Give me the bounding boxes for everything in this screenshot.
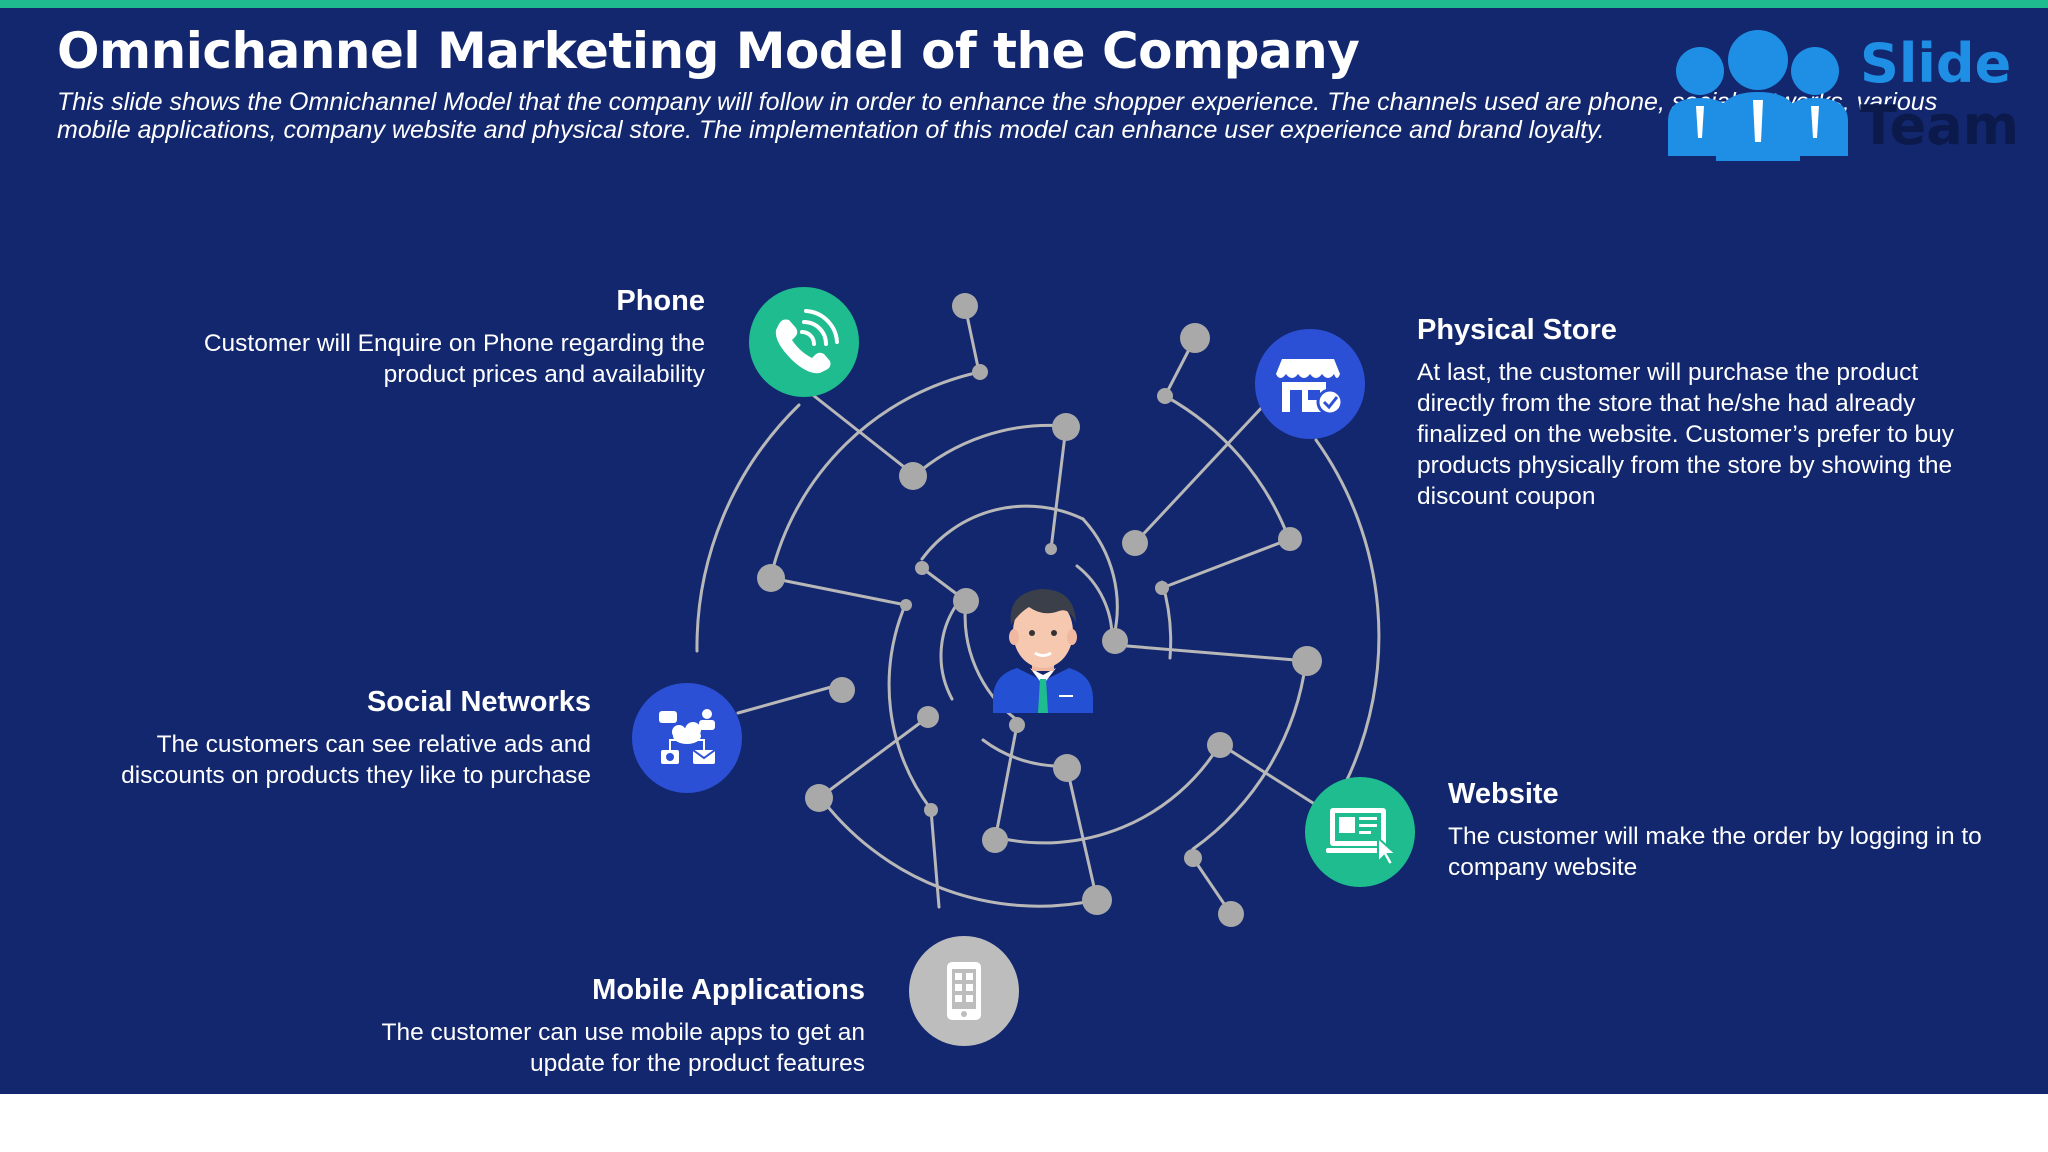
maze-node (1082, 885, 1112, 915)
maze-arc (1314, 438, 1381, 786)
social-label: Social Networks The customers can see re… (60, 685, 591, 791)
phone-icon (775, 319, 831, 374)
social-description: The customers can see relative ads and d… (121, 731, 591, 789)
store-node (1255, 329, 1365, 439)
logo-text-team: Team (1860, 94, 2019, 157)
website-node (1305, 777, 1415, 887)
maze-connector (993, 723, 1019, 842)
maze-node (899, 462, 927, 490)
social-node (632, 683, 742, 793)
website-description: The customer will make the order by logg… (1448, 823, 1982, 881)
maze-connector (1049, 425, 1068, 551)
slide: Omnichannel Marketing Model of the Compa… (0, 0, 2048, 1094)
slideteam-logo: Slide Team (1668, 30, 2019, 161)
maze-arc (911, 423, 1068, 479)
maze-node (1045, 543, 1057, 555)
maze-connector (1218, 742, 1315, 805)
maze-arc (1191, 659, 1308, 851)
social-title: Social Networks (366, 686, 591, 718)
maze-connector (802, 386, 915, 476)
phone-title: Phone (616, 285, 705, 317)
mobile-label: Mobile Applications The customer can use… (330, 973, 865, 1079)
people-icon (1668, 30, 1848, 161)
maze-node (1102, 628, 1128, 654)
maze-node (1157, 388, 1173, 404)
maze-node (1122, 530, 1148, 556)
maze-node (1155, 581, 1169, 595)
social-network-icon (659, 709, 716, 764)
maze-arc (939, 598, 962, 701)
maze-connector (1160, 537, 1292, 590)
website-label: Website The customer will make the order… (1448, 777, 2008, 883)
store-label: Physical Store At last, the customer wil… (1417, 313, 1977, 512)
mobile-phone-icon (947, 962, 981, 1020)
logo-text-slide: Slide (1860, 32, 2011, 95)
omnichannel-diagram (632, 287, 1415, 1046)
maze-connector (817, 715, 930, 800)
maze-connector (1133, 402, 1267, 545)
maze-node (1184, 849, 1202, 867)
maze-arc (1075, 564, 1114, 642)
store-icon (1276, 359, 1344, 416)
top-accent-bar (0, 0, 2048, 8)
slide-subtitle: This slide shows the Omnichannel Model t… (57, 88, 1938, 144)
maze-node (972, 364, 988, 380)
maze-arc (1081, 517, 1119, 642)
maze-node (1180, 323, 1210, 353)
mobile-title: Mobile Applications (592, 974, 865, 1006)
maze-arc (993, 742, 1222, 845)
maze-node (805, 784, 833, 812)
maze-lines (695, 304, 1381, 916)
maze-node (1053, 754, 1081, 782)
maze-node (1292, 646, 1322, 676)
maze-arc (816, 792, 1099, 908)
maze-node (917, 706, 939, 728)
maze-node (952, 293, 978, 319)
maze-node (1009, 717, 1025, 733)
maze-node (924, 803, 938, 817)
maze-connector (1065, 766, 1099, 902)
website-title: Website (1448, 778, 1559, 810)
phone-description: Customer will Enquire on Phone regarding… (203, 330, 705, 388)
maze-connector (929, 808, 941, 909)
mobile-description: The customer can use mobile apps to get … (381, 1019, 865, 1077)
maze-connector (736, 682, 844, 715)
maze-arc (1163, 394, 1291, 541)
maze-connector (769, 576, 908, 607)
maze-node (1207, 732, 1233, 758)
maze-node (829, 677, 855, 703)
maze-node (900, 599, 912, 611)
phone-node (749, 287, 859, 397)
maze-arc (887, 601, 932, 810)
maze-node (1218, 901, 1244, 927)
maze-node (1278, 527, 1302, 551)
slide-title: Omnichannel Marketing Model of the Compa… (57, 22, 1360, 80)
maze-node (1052, 413, 1080, 441)
phone-signal-icon (800, 309, 839, 346)
store-title: Physical Store (1417, 314, 1617, 346)
maze-node (757, 564, 785, 592)
maze-arc (769, 370, 982, 578)
maze-arc (695, 403, 801, 653)
phone-node-circle (749, 287, 859, 397)
store-description: At last, the customer will purchase the … (1417, 359, 1955, 510)
phone-label: Phone Customer will Enquire on Phone reg… (120, 284, 705, 390)
customer-avatar-icon (993, 589, 1093, 713)
maze-connector (1113, 643, 1309, 663)
mobile-node (909, 936, 1019, 1046)
maze-node (982, 827, 1008, 853)
maze-node (953, 588, 979, 614)
website-icon (1326, 808, 1399, 867)
maze-nodes (757, 293, 1322, 927)
maze-node (915, 561, 929, 575)
maze-arc (920, 504, 1085, 561)
